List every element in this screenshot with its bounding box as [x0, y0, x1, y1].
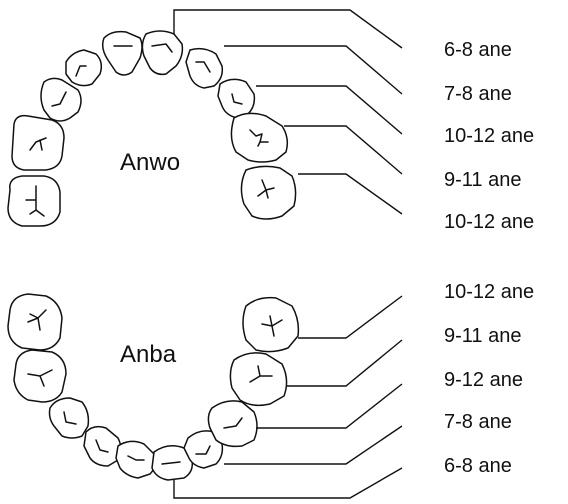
upper-tooth-right-4 — [240, 165, 297, 220]
upper-groove-right-4 — [257, 179, 275, 199]
lower-tooth-left-4 — [83, 425, 122, 467]
lower-groove-right-4 — [261, 315, 283, 337]
upper-groove-left-2 — [29, 137, 47, 151]
upper-groove-center — [151, 43, 173, 53]
upper-tooth-right-3 — [230, 112, 289, 163]
upper-tooth-left-4 — [65, 49, 103, 87]
upper-leader-3 — [256, 85, 403, 135]
upper-leader-1 — [173, 9, 403, 49]
lower-leader-5 — [173, 467, 403, 499]
lower-tooth-right-3 — [229, 352, 288, 407]
lower-leader-3 — [256, 383, 403, 429]
lower-groove-left-3 — [63, 411, 77, 425]
upper-tooth-right-1 — [185, 47, 224, 89]
upper-leader-4 — [284, 125, 403, 175]
lower-groove-left-1 — [27, 309, 47, 331]
lower-age-label-3: 9-12 ane — [444, 369, 523, 391]
upper-leader-5 — [298, 173, 403, 215]
upper-leader-2 — [224, 45, 403, 95]
upper-groove-right-2 — [231, 93, 243, 105]
upper-tooth-left-3 — [40, 77, 82, 122]
upper-age-label-3: 10-12 ane — [444, 125, 534, 147]
upper-arch-label: Anwo — [120, 149, 180, 176]
upper-tooth-left-2 — [11, 114, 65, 171]
upper-age-label-5: 10-12 ane — [444, 211, 534, 233]
upper-arch: Anwo 6-8 ane 7-8 ane 10-12 ane 9-11 ane … — [7, 9, 534, 233]
lower-groove-left-2 — [27, 369, 53, 387]
lower-groove-left-4 — [95, 439, 109, 453]
upper-tooth-center — [141, 30, 184, 76]
upper-groove-left-4 — [75, 65, 87, 77]
lower-arch-label: Anba — [120, 341, 177, 368]
lower-tooth-right-1 — [183, 430, 224, 469]
upper-age-label-2: 7-8 ane — [444, 83, 512, 105]
lower-groove-right-2 — [223, 417, 243, 429]
lower-leader-2 — [286, 339, 403, 387]
lower-arch: Anba 10-12 ane 9-11 ane 9-12 ane 7-8 ane… — [7, 281, 534, 499]
upper-tooth-left-1 — [7, 175, 61, 227]
lower-age-label-2: 9-11 ane — [444, 325, 521, 347]
upper-groove-left-3 — [51, 91, 67, 107]
lower-leader-4 — [224, 425, 403, 465]
upper-tooth-left-5 — [101, 30, 143, 76]
upper-groove-left-1 — [25, 185, 45, 217]
lower-groove-left-5 — [127, 455, 145, 461]
lower-leader-1 — [298, 295, 403, 339]
lower-groove-right-1 — [195, 445, 211, 455]
lower-age-label-1: 10-12 ane — [444, 281, 534, 303]
lower-tooth-right-4 — [242, 296, 300, 353]
lower-tooth-right-2 — [207, 400, 258, 448]
lower-groove-center — [161, 461, 181, 465]
upper-tooth-right-2 — [217, 78, 256, 119]
upper-groove-right-1 — [195, 61, 211, 73]
lower-tooth-left-1 — [7, 293, 63, 351]
upper-age-label-1: 6-8 ane — [444, 39, 512, 61]
upper-groove-right-3 — [249, 129, 269, 147]
lower-groove-right-3 — [249, 365, 273, 383]
lower-tooth-left-3 — [48, 397, 90, 439]
lower-age-label-5: 6-8 ane — [444, 455, 512, 477]
upper-age-label-4: 9-11 ane — [444, 169, 521, 191]
lower-age-label-4: 7-8 ane — [444, 411, 512, 433]
